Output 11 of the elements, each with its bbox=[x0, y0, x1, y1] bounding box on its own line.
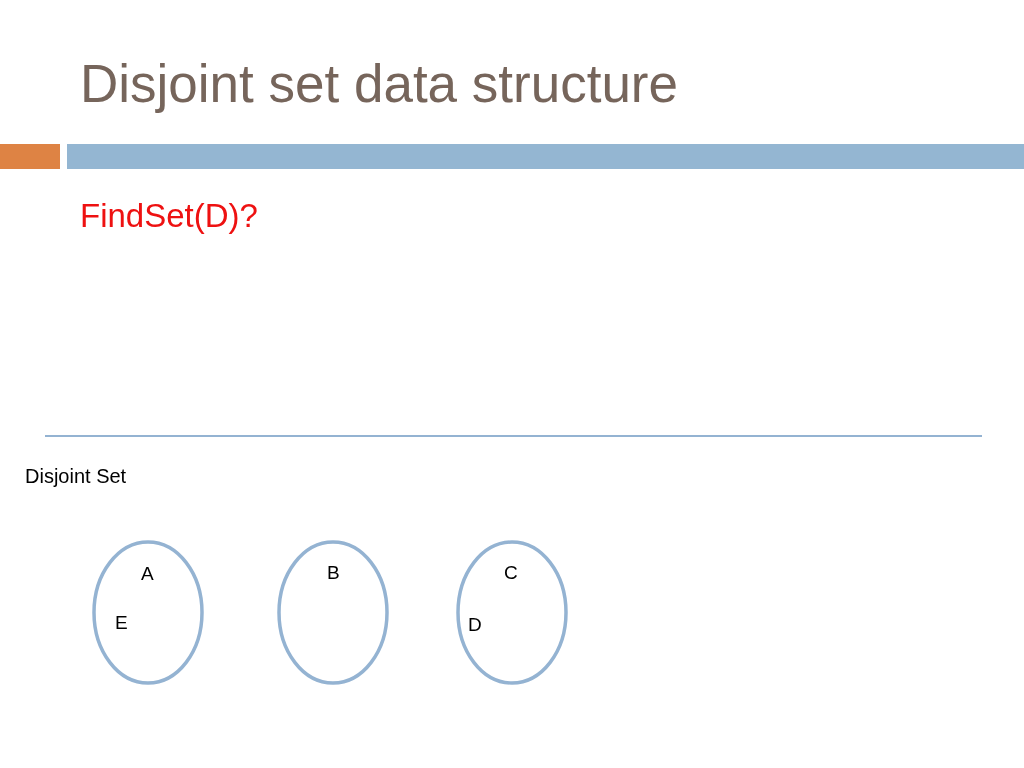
element-label: D bbox=[468, 614, 482, 636]
element-label: B bbox=[327, 562, 340, 584]
slide-title: Disjoint set data structure bbox=[80, 53, 678, 115]
element-label: A bbox=[141, 563, 154, 585]
section-label: Disjoint Set bbox=[25, 464, 127, 489]
set-ellipse bbox=[92, 540, 204, 685]
set-ellipse bbox=[277, 540, 389, 685]
element-label: C bbox=[504, 562, 518, 584]
set-ellipse bbox=[456, 540, 568, 685]
question-text: FindSet(D)? bbox=[80, 196, 258, 236]
element-label: E bbox=[115, 612, 128, 634]
